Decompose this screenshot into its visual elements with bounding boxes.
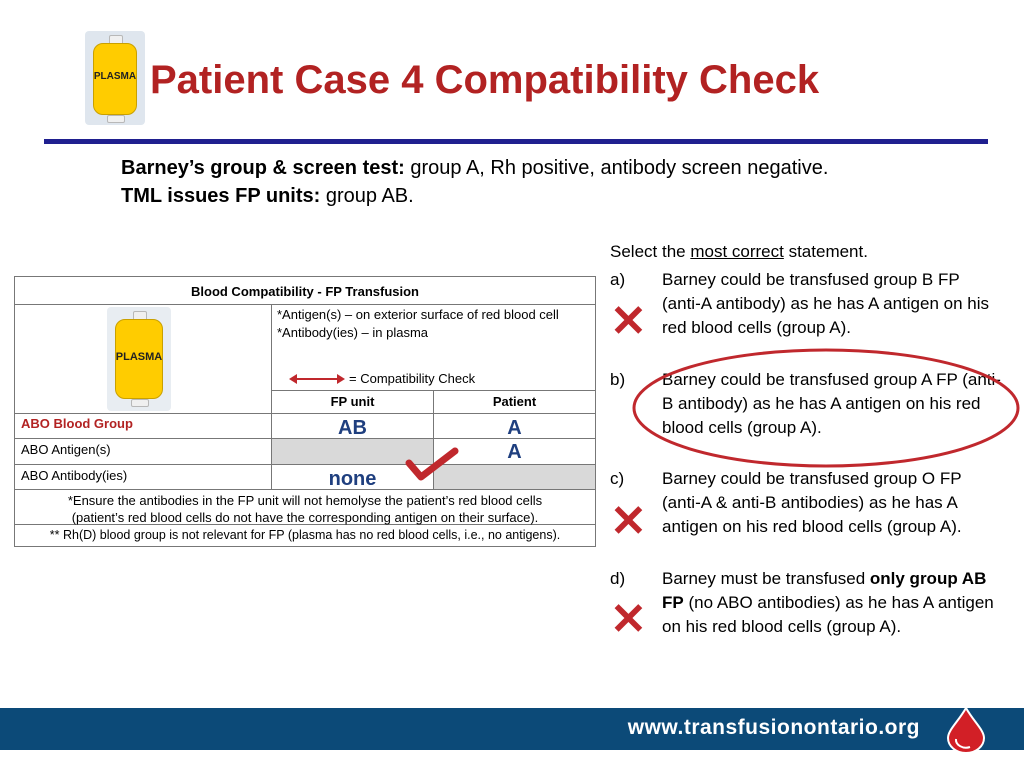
col-fp-unit: FP unit [330, 394, 375, 409]
option-b[interactable]: b) Barney could be transfused group A FP… [610, 368, 1010, 464]
patient-group-value: A [507, 417, 522, 439]
row-abo-antigen: ABO Antigen(s) [21, 442, 111, 457]
antigen-note: *Antigen(s) – on exterior surface of red… [277, 307, 559, 322]
ensure-note-line1: *Ensure the antibodies in the FP unit wi… [67, 493, 543, 508]
compat-legend: = Compatibility Check [349, 371, 476, 386]
option-letter: d) [610, 569, 626, 588]
group-screen-line: Barney’s group & screen test: group A, R… [121, 157, 828, 180]
table-plasma-bag-label: PLASMA [115, 351, 163, 363]
footer-bar [0, 708, 1024, 750]
emphasis-underline: most correct [690, 242, 784, 261]
rh-note: ** Rh(D) blood group is not relevant for… [49, 528, 561, 542]
option-text: Barney must be transfused only group AB … [662, 569, 994, 636]
plasma-bag-icon: PLASMA [85, 31, 145, 125]
table-plasma-bag-icon: PLASMA [107, 307, 171, 411]
option-text: Barney could be transfused group O FP (a… [662, 469, 962, 536]
fp-antigen-cell [272, 439, 433, 464]
fp-antibody-value: none [328, 468, 377, 490]
antibody-note: *Antibody(ies) – in plasma [277, 325, 429, 340]
tml-issues-label: TML issues FP units: [121, 185, 321, 207]
page-title: Patient Case 4 Compatibility Check [150, 58, 820, 102]
option-a[interactable]: a) Barney could be transfused group B FP… [610, 268, 1010, 364]
title-rule [44, 139, 988, 144]
compatibility-table: Blood Compatibility - FP Transfusion PLA… [14, 276, 596, 547]
group-screen-value: group A, Rh positive, antibody screen ne… [404, 157, 829, 179]
check-mark-icon [405, 447, 459, 481]
ensure-note-line2: (patient’s red blood cells do not have t… [71, 510, 539, 525]
option-text: Barney could be transfused group B FP (a… [662, 270, 990, 337]
footer-url-link[interactable]: www.transfusionontario.org [627, 716, 920, 739]
option-letter: b) [610, 370, 626, 389]
correct-answer-circle [632, 348, 1020, 468]
group-screen-label: Barney’s group & screen test: [121, 157, 405, 179]
wrong-mark-icon: ✕ [610, 595, 647, 644]
row-abo-group: ABO Blood Group [21, 416, 133, 431]
double-arrow-icon [289, 374, 345, 384]
col-patient: Patient [492, 394, 537, 409]
option-d[interactable]: d) Barney must be transfused only group … [610, 567, 1010, 663]
blood-drop-icon [946, 706, 986, 754]
patient-antibody-cell [434, 465, 595, 489]
wrong-mark-icon: ✕ [610, 497, 647, 546]
patient-antigen-value: A [507, 441, 522, 463]
fp-group-value: AB [338, 417, 367, 439]
option-letter: a) [610, 270, 626, 289]
table-title: Blood Compatibility - FP Transfusion [191, 284, 419, 299]
option-c[interactable]: c) Barney could be transfused group O FP… [610, 467, 1010, 563]
wrong-mark-icon: ✕ [610, 297, 647, 346]
option-text: Barney could be transfused group A FP (a… [662, 370, 1001, 437]
question-prompt: Select the most correct statement. [610, 242, 868, 261]
row-abo-antibody: ABO Antibody(ies) [21, 468, 128, 483]
tml-issues-line: TML issues FP units: group AB. [121, 185, 414, 208]
option-letter: c) [610, 469, 625, 488]
tml-issues-value: group AB. [320, 185, 414, 207]
plasma-bag-label: PLASMA [93, 71, 137, 82]
